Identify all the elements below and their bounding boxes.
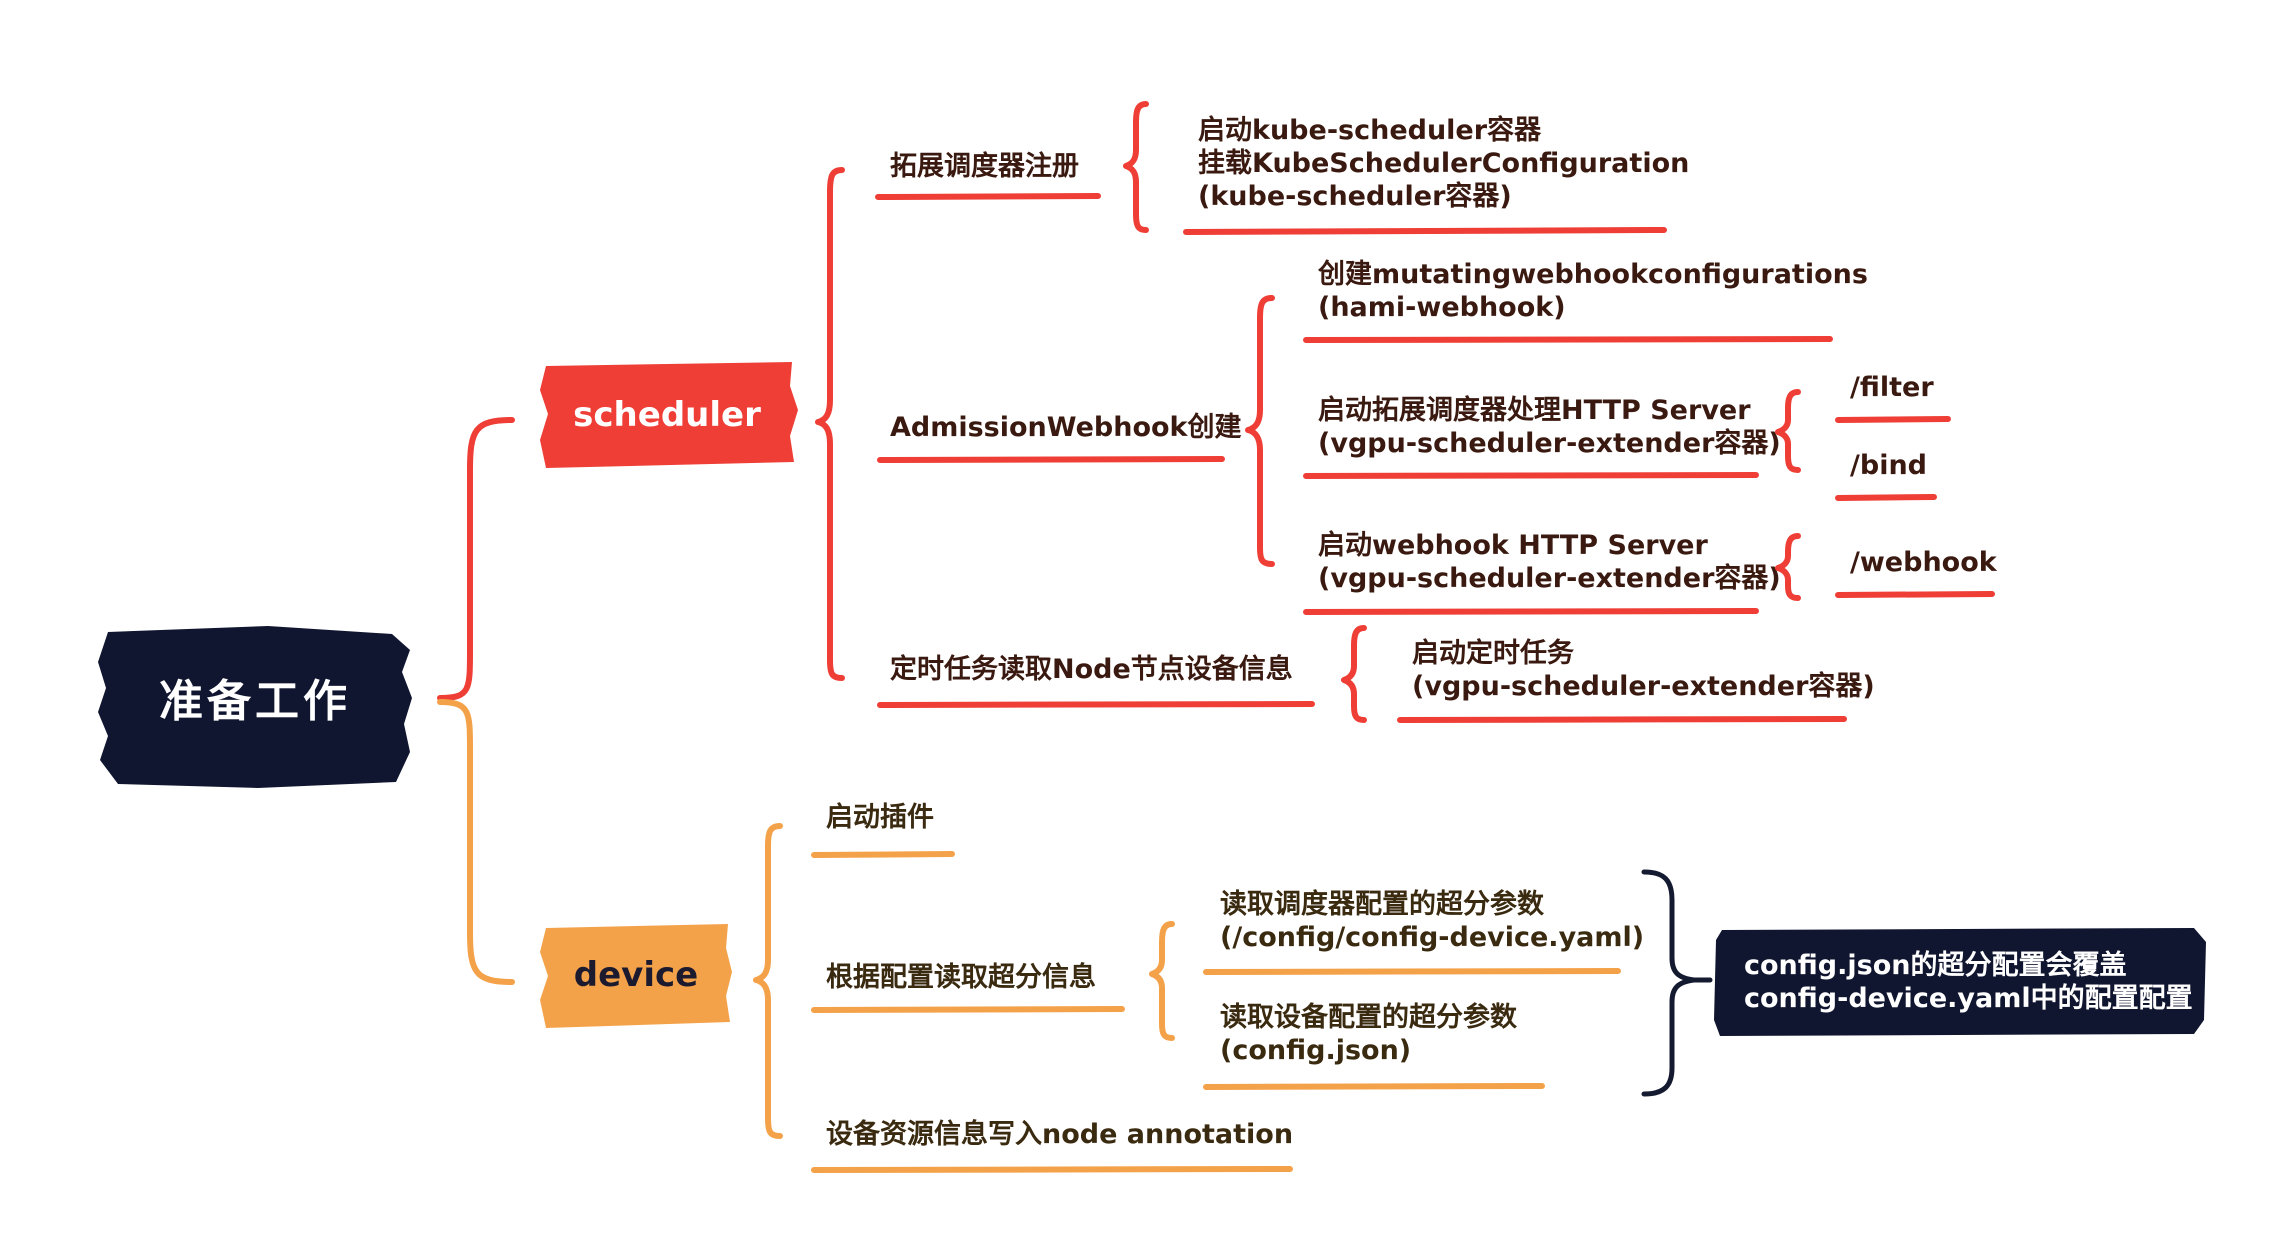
annotation-label: 设备资源信息写入node annotation xyxy=(826,1118,1293,1150)
oversub-label: 根据配置读取超分信息 xyxy=(826,961,1096,993)
oversub-closing-brace xyxy=(1641,869,1697,1097)
device-cfg-line-2: (config.json) xyxy=(1220,1035,1411,1066)
webhook-config-underline xyxy=(1303,336,1833,343)
ext-registration-detail-2: 挂载KubeSchedulerConfiguration xyxy=(1198,148,1689,179)
route-bind[interactable]: /bind xyxy=(1850,450,1927,481)
admission-brace xyxy=(1245,295,1275,567)
timer-detail-underline xyxy=(1397,716,1847,723)
scheduler-node[interactable]: scheduler xyxy=(540,362,798,468)
timer-detail-1: 启动定时任务 xyxy=(1412,637,1574,669)
note-line-2: config-device.yaml中的配置配置 xyxy=(1744,982,2193,1014)
oversub-brace xyxy=(1149,921,1175,1041)
scheduler-node-background xyxy=(540,362,798,468)
scheduler-label: scheduler xyxy=(573,395,761,435)
connector-root-device xyxy=(437,699,515,985)
start-plugin-underline xyxy=(811,851,955,858)
route-webhook-underline xyxy=(1835,591,1995,598)
timer-label: 定时任务读取Node节点设备信息 xyxy=(890,653,1293,685)
extender-server-underline xyxy=(1303,472,1759,479)
webhook-config-line-1: 创建mutatingwebhookconfigurations xyxy=(1317,259,1868,290)
webhook-server-line-2: (vgpu-scheduler-extender容器) xyxy=(1318,562,1781,594)
annotation-underline xyxy=(811,1166,1293,1173)
timer-detail-2: (vgpu-scheduler-extender容器) xyxy=(1412,670,1875,702)
route-bind-underline xyxy=(1835,494,1937,501)
connector-root-scheduler xyxy=(437,417,515,701)
route-filter[interactable]: /filter xyxy=(1850,372,1934,403)
scheduler-cfg-underline xyxy=(1203,968,1621,975)
root-node-background xyxy=(98,626,412,788)
timer-brace xyxy=(1341,625,1367,723)
route-filter-underline xyxy=(1835,416,1951,423)
ext-registration-label: 拓展调度器注册 xyxy=(890,150,1079,182)
device-node[interactable]: device xyxy=(540,924,732,1028)
scheduler-cfg-line-1: 读取调度器配置的超分参数 xyxy=(1220,888,1545,920)
webhook-server-line-1: 启动webhook HTTP Server xyxy=(1318,530,1708,561)
root-label: 准备工作 xyxy=(159,676,351,727)
override-note-background xyxy=(1714,928,2206,1036)
scheduler-cfg-line-2: (/config/config-device.yaml) xyxy=(1220,922,1644,953)
device-cfg-line-1: 读取设备配置的超分参数 xyxy=(1220,1001,1518,1033)
admission-underline xyxy=(877,456,1225,463)
ext-registration-brace xyxy=(1123,101,1149,233)
override-note: config.json的超分配置会覆盖 config-device.yaml中的… xyxy=(1714,928,2206,1036)
extender-server-brace xyxy=(1775,389,1801,473)
device-node-background xyxy=(540,924,732,1028)
ext-registration-underline xyxy=(875,193,1101,200)
admission-label: AdmissionWebhook创建 xyxy=(890,412,1242,443)
ext-registration-detail-underline xyxy=(1183,227,1667,235)
device-branch-brace xyxy=(753,823,783,1139)
webhook-server-brace xyxy=(1775,533,1801,601)
webhook-server-underline xyxy=(1303,608,1759,615)
extender-server-line-1: 启动拓展调度器处理HTTP Server xyxy=(1318,394,1751,426)
device-label: device xyxy=(574,955,698,995)
timer-underline xyxy=(877,701,1315,708)
root-node[interactable]: 准备工作 xyxy=(98,626,412,788)
device-cfg-underline xyxy=(1203,1083,1545,1090)
scheduler-branch-brace xyxy=(815,167,845,681)
oversub-underline xyxy=(811,1006,1125,1013)
ext-registration-detail-1: 启动kube-scheduler容器 xyxy=(1198,114,1542,146)
note-line-1: config.json的超分配置会覆盖 xyxy=(1744,949,2126,981)
route-webhook[interactable]: /webhook xyxy=(1850,547,1998,578)
start-plugin-label: 启动插件 xyxy=(826,802,934,833)
webhook-config-line-2: (hami-webhook) xyxy=(1318,292,1566,323)
ext-registration-detail-3: (kube-scheduler容器) xyxy=(1198,180,1512,212)
extender-server-line-2: (vgpu-scheduler-extender容器) xyxy=(1318,427,1781,459)
